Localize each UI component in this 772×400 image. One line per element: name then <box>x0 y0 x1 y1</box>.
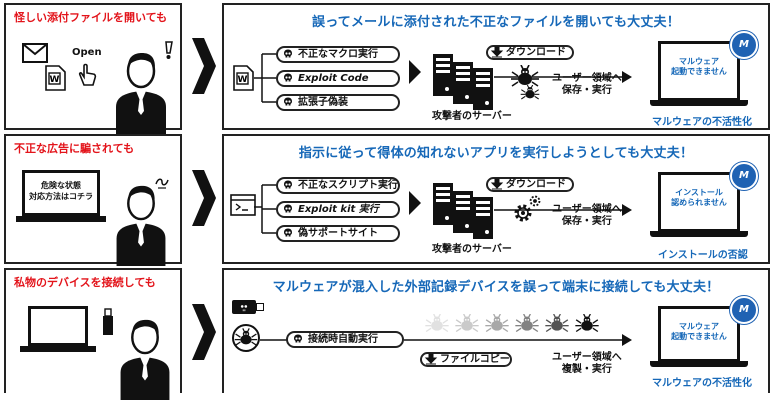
skull-icon <box>283 97 293 107</box>
server-icon <box>472 67 494 111</box>
confused-mark-icon <box>155 178 169 189</box>
laptop-base <box>20 346 96 352</box>
flow-line <box>494 71 632 83</box>
flow-line <box>260 339 290 341</box>
skull-icon <box>283 180 293 190</box>
attack-method-pill: Exploit Code <box>276 70 400 87</box>
panel-heading: 指示に従って得体の知れないアプリを実行しようとしても大丈夫！ <box>298 146 694 161</box>
server-icon <box>452 61 474 105</box>
scenario-panel-ad: 不正な広告に騙されても 危険な状態 対応方法はコチラ <box>4 134 182 264</box>
skull-icon <box>293 334 303 344</box>
businessman-icon <box>110 312 180 400</box>
scenario-title: 私物のデバイスを接続しても <box>14 276 156 289</box>
server-icon <box>472 196 494 240</box>
server-icon <box>432 53 454 97</box>
fake-ad-text: 危険な状態 対応方法はコチラ <box>29 181 93 201</box>
usb-connector <box>256 303 264 311</box>
gear-icon <box>529 195 541 207</box>
target-caption: ユーザー領域へ 保存・実行 <box>552 73 622 96</box>
attack-method-pill: 接続時自動実行 <box>286 331 404 348</box>
download-arrow-icon <box>490 46 504 58</box>
panel-heading: マルウェアが混入した外部記録デバイスを誤って端末に接続しても大丈夫！ <box>272 280 720 295</box>
brand-badge: M <box>730 162 758 190</box>
screen-message: インストール 認められません <box>671 188 727 207</box>
flow-line <box>404 334 632 346</box>
bug-icon <box>454 314 480 334</box>
download-step-pill: ダウンロード <box>486 177 574 192</box>
skull-icon <box>283 73 293 83</box>
scenario-panel-device: 私物のデバイスを接続しても <box>4 268 182 393</box>
usb-infection-disc <box>232 324 260 352</box>
fake-ad-laptop-base <box>16 216 106 222</box>
server-caption: 攻撃者のサーバー <box>432 111 512 122</box>
scenario-title: 怪しい添付ファイルを開いても <box>14 11 168 24</box>
attack-method-pill: 不正なスクリプト実行 <box>276 177 400 194</box>
target-caption: ユーザー領域へ 複製・実行 <box>552 352 622 375</box>
attack-method-pill: 不正なマクロ実行 <box>276 46 400 63</box>
download-arrow-icon <box>490 178 504 190</box>
defense-panel-email: 誤ってメールに添付された不正なファイルを開いても大丈夫！ 不正なマクロ実行 Ex… <box>222 3 770 130</box>
laptop-icon <box>28 306 88 346</box>
skull-icon <box>283 228 293 238</box>
laptop-base <box>650 231 748 237</box>
flow-arrow-icon <box>192 304 216 360</box>
word-file-icon <box>44 65 66 91</box>
attack-method-pill: 偽サポートサイト <box>276 225 400 242</box>
target-caption: ユーザー領域へ 保存・実行 <box>552 204 622 227</box>
pointer-hand-icon <box>78 63 97 86</box>
alert-mark-icon <box>165 41 173 59</box>
browser-window-icon <box>230 194 256 216</box>
laptop-icon <box>658 172 740 232</box>
flow-arrow-icon <box>409 191 421 215</box>
flow-arrow-icon <box>192 38 216 94</box>
bug-icon <box>520 85 540 101</box>
server-icon <box>452 190 474 234</box>
result-caption: マルウェアの不活性化 <box>652 117 752 128</box>
skull-icon <box>283 204 293 214</box>
download-arrow-icon <box>424 353 438 365</box>
server-icon <box>432 182 454 226</box>
copy-step-pill: ファイルコピー <box>420 352 512 367</box>
brand-badge: M <box>730 296 758 324</box>
bug-icon <box>484 314 510 334</box>
laptop-base <box>650 361 748 367</box>
fake-ad-screen <box>22 170 100 216</box>
businessman-icon <box>106 45 176 135</box>
screen-message: マルウェア 起動できません <box>671 322 727 341</box>
word-file-icon <box>232 65 254 91</box>
bug-icon <box>234 328 258 348</box>
brand-badge: M <box>730 31 758 59</box>
download-step-pill: ダウンロード <box>486 45 574 60</box>
screen-message: マルウェア 起動できません <box>671 57 727 76</box>
server-caption: 攻撃者のサーバー <box>432 244 512 255</box>
bracket-connector <box>254 184 276 234</box>
scenario-title: 不正な広告に騙されても <box>14 142 135 155</box>
laptop-icon <box>658 41 740 101</box>
open-label: Open <box>72 47 102 58</box>
skull-icon <box>283 49 293 59</box>
bug-icon <box>574 314 600 334</box>
businessman-icon <box>106 178 176 266</box>
laptop-icon <box>658 306 740 362</box>
skull-icon <box>238 301 250 313</box>
bracket-connector <box>254 53 276 103</box>
usb-drive-icon <box>103 308 113 335</box>
envelope-icon <box>22 43 48 63</box>
flow-arrow-icon <box>409 60 421 84</box>
bug-icon <box>514 314 540 334</box>
flow-arrow-icon <box>192 170 216 226</box>
bug-icon <box>544 314 570 334</box>
defense-panel-ad: 指示に従って得体の知れないアプリを実行しようとしても大丈夫！ 不正なスクリプト実… <box>222 134 770 264</box>
bug-icon <box>424 314 450 334</box>
flow-line <box>494 204 632 216</box>
panel-heading: 誤ってメールに添付された不正なファイルを開いても大丈夫！ <box>312 15 680 30</box>
defense-panel-device: マルウェアが混入した外部記録デバイスを誤って端末に接続しても大丈夫！ 接続時自動… <box>222 268 770 393</box>
attack-method-pill: 拡張子偽装 <box>276 94 400 111</box>
result-caption: インストールの否認 <box>658 250 748 261</box>
laptop-base <box>650 100 748 106</box>
attack-method-pill: Exploit kit 実行 <box>276 201 400 218</box>
scenario-panel-email: 怪しい添付ファイルを開いても Open <box>4 3 182 130</box>
result-caption: マルウェアの不活性化 <box>652 378 752 389</box>
